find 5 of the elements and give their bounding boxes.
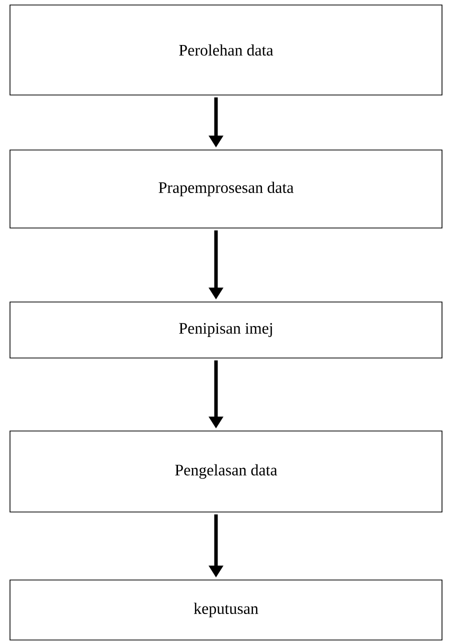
process-box: Penipisan imej — [10, 302, 442, 358]
process-box: Pengelasan data — [10, 430, 442, 512]
process-box: Perolehan data — [10, 4, 442, 96]
process-box: keputusan — [10, 580, 442, 640]
process-box: Prapemprosesan data — [10, 150, 442, 228]
